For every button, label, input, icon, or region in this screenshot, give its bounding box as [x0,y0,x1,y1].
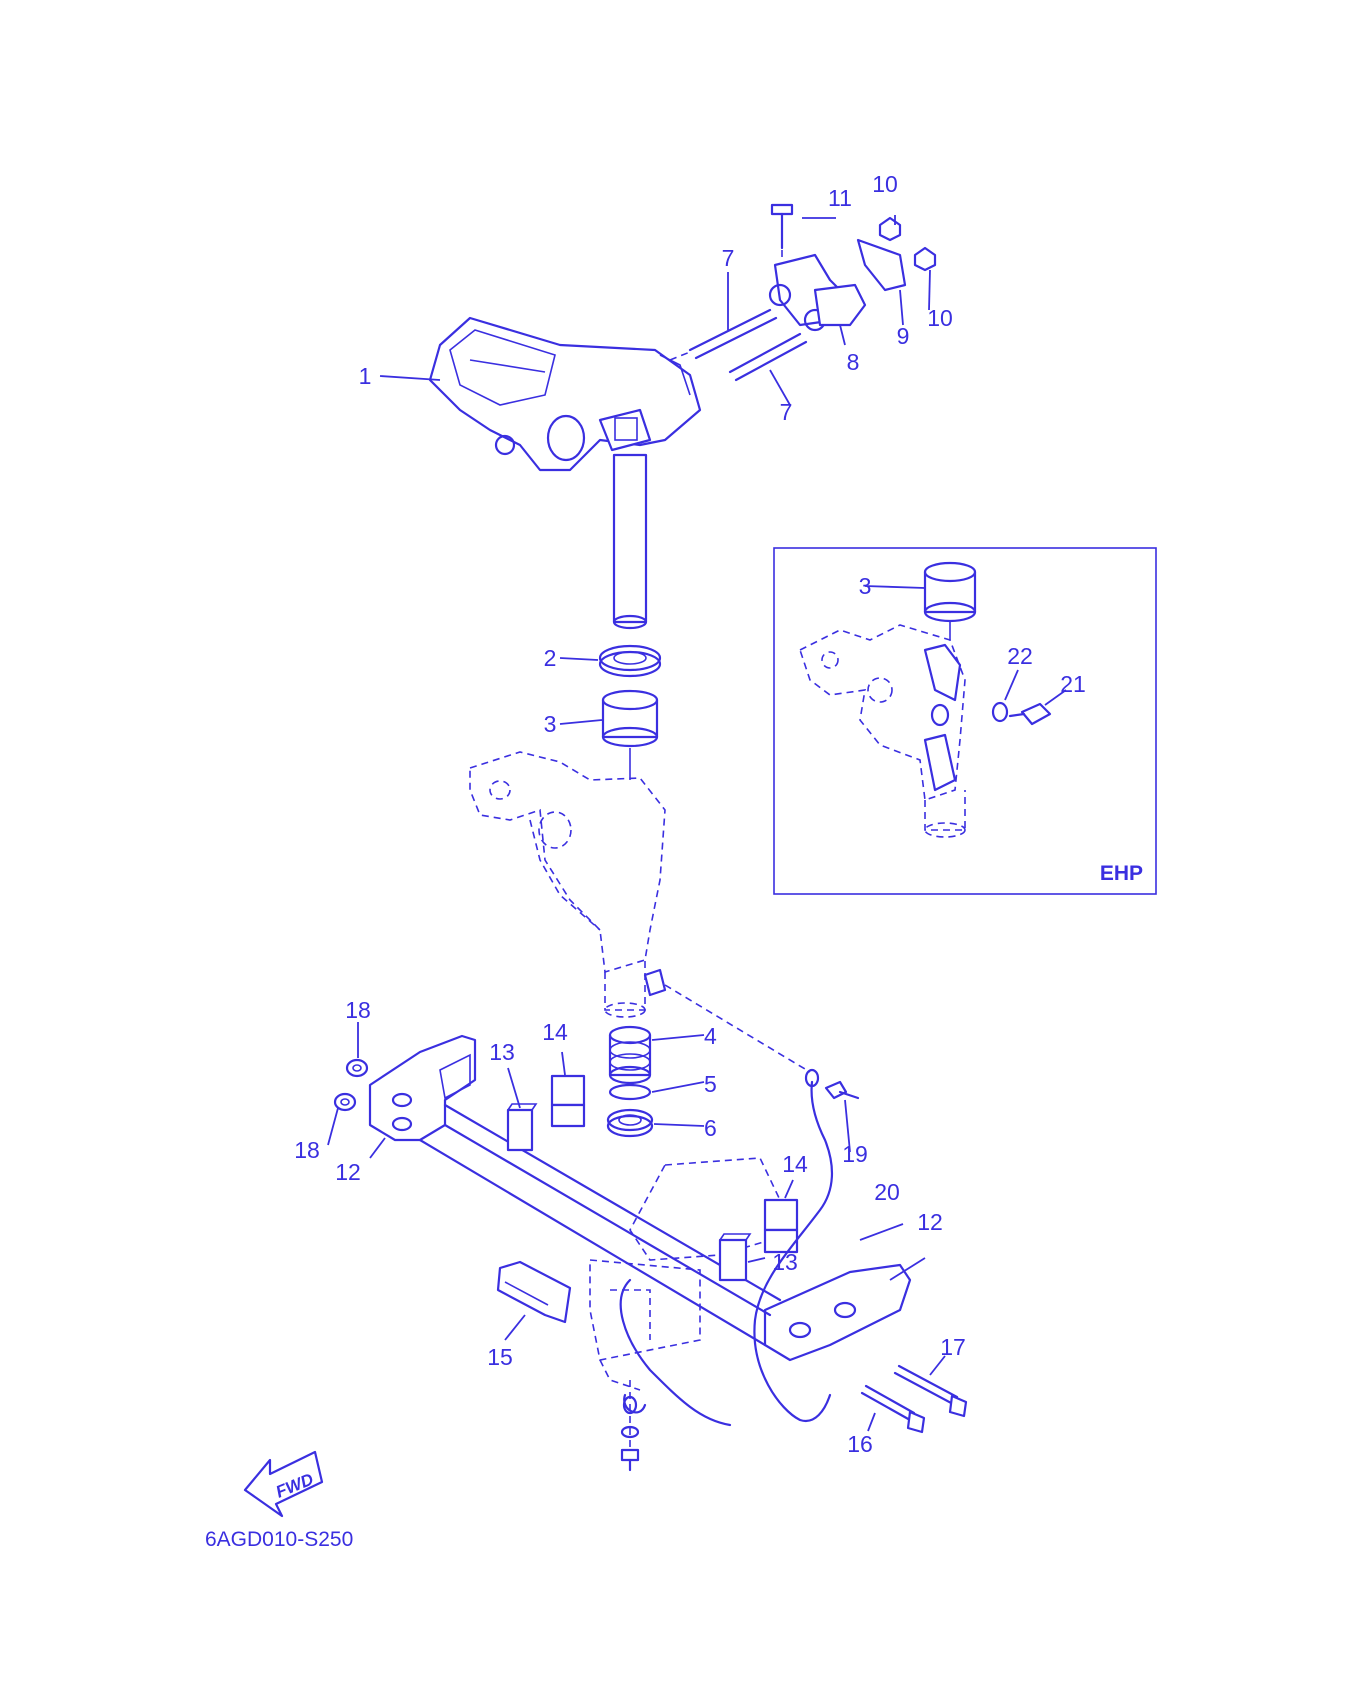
damper-part-14-right [763,1198,799,1254]
callout-17: 17 [940,1334,966,1360]
mount-bar [418,1103,782,1347]
callout-14-right: 14 [782,1151,808,1177]
fwd-arrow-icon: FWD [243,1450,324,1518]
damper-part-14-left [550,1074,586,1128]
callout-15: 15 [487,1344,513,1370]
o-ring-part-5 [608,1083,652,1101]
callout-19: 19 [842,1141,868,1167]
lower-mount-right-part-12 [763,1263,912,1362]
inset-callout-3: 3 [859,573,872,599]
cover-part-15 [496,1260,572,1324]
bolt-part-11 [770,203,794,262]
callout-10-upper: 10 [872,171,898,197]
callout-2: 2 [544,645,557,671]
clamp-part-8 [768,253,867,332]
callout-5: 5 [704,1071,717,1097]
inset-bolt-part-21 [1008,702,1052,726]
callout-16: 16 [847,1431,873,1457]
stud-bolts-part-7 [669,308,808,382]
inset-washer-part-22 [991,701,1009,723]
washer-part-18-lower [333,1092,357,1112]
inset-tag-ehp: EHP [1100,862,1143,885]
callout-14-left: 14 [542,1019,568,1045]
callout-4: 4 [704,1023,717,1049]
callout-7-lower: 7 [780,399,793,425]
plate-part-9 [856,238,907,292]
callout-6: 6 [704,1115,717,1141]
bolt-part-17 [893,1364,968,1418]
lower-mount-bracket-dashed [589,1157,781,1391]
lower-mount-left-part-12 [368,1034,477,1142]
bracket-ear [643,968,667,997]
callout-8: 8 [847,349,860,375]
callout-9: 9 [897,323,910,349]
seal-part-6 [606,1108,654,1138]
callout-12-right: 12 [917,1209,943,1235]
swivel-bracket-dashed [469,751,666,1018]
callout-18-upper: 18 [345,997,371,1023]
leader-lines [327,215,1067,1432]
inset-swivel-bracket [799,624,966,838]
inset-ehp [773,547,1157,895]
callout-labels: 1 2 3 7 7 8 9 10 10 11 3 22 21 4 5 6 18 … [294,171,1086,1457]
steering-bracket-part-1 [428,316,702,472]
ground-lead-part-20 [619,984,834,1427]
ground-screw-lower [620,1380,640,1472]
inset-bushing-part-3 [923,561,977,640]
inset-callout-21: 21 [1060,671,1086,697]
callout-13-left: 13 [489,1039,515,1065]
callout-1: 1 [359,363,372,389]
diagram-code: 6AGD010-S250 [205,1528,353,1551]
callout-20: 20 [874,1179,900,1205]
callout-11: 11 [828,185,852,211]
callout-10-lower: 10 [927,305,953,331]
callout-18-lower: 18 [294,1137,320,1163]
bushing-part-4 [608,1025,652,1085]
callout-13-right: 13 [772,1249,798,1275]
inset-callout-22: 22 [1007,643,1033,669]
bushing-part-2 [598,644,662,678]
callout-7-upper: 7 [722,245,735,271]
bolt-part-16 [860,1384,926,1434]
spacer-part-13-left [506,1103,538,1152]
nut-part-18-upper [345,1058,369,1078]
spacer-part-13-right [718,1233,752,1282]
steering-shaft [612,453,648,630]
bolt-part-19 [824,1080,860,1100]
bushing-part-3 [601,689,659,748]
callout-3: 3 [544,711,557,737]
callout-12-left: 12 [335,1159,361,1185]
